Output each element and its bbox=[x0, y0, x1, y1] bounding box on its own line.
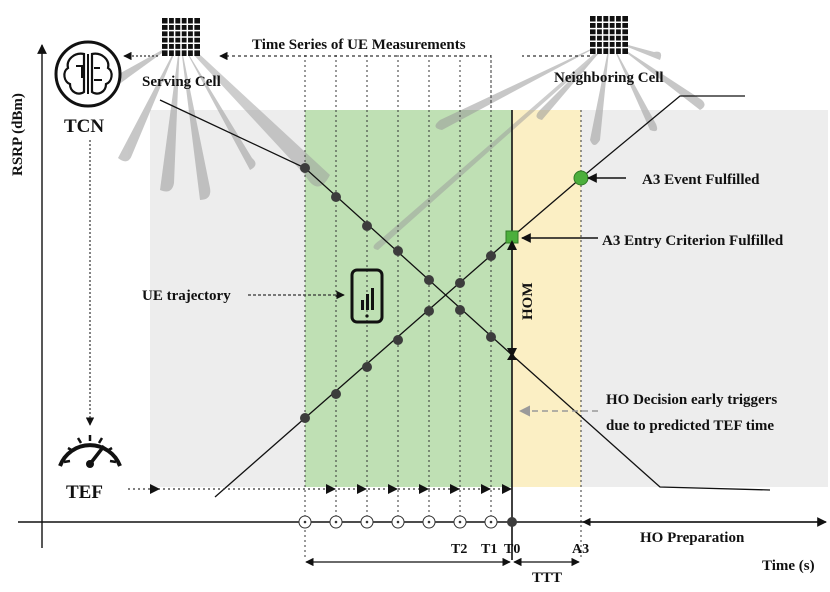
tef-arrowheads bbox=[150, 484, 512, 494]
phone-signal-icon bbox=[350, 268, 384, 324]
a3-label: A3 bbox=[572, 542, 589, 557]
speedometer-icon bbox=[58, 435, 122, 468]
ue-trajectory-label: UE trajectory bbox=[142, 288, 231, 304]
grid-antenna-icon bbox=[590, 16, 628, 54]
time-sample-markers bbox=[298, 515, 498, 529]
ho-preparation-label: HO Preparation bbox=[640, 530, 745, 546]
y-axis-label: RSRP (dBm) bbox=[10, 93, 26, 176]
t0-label: T0 bbox=[504, 542, 520, 557]
neighboring-cell-label: Neighboring Cell bbox=[554, 70, 664, 86]
hom-arrow-top bbox=[507, 240, 517, 250]
hom-arrow-mid bbox=[507, 352, 517, 360]
brain-icon bbox=[54, 40, 122, 108]
time-series-label: Time Series of UE Measurements bbox=[252, 37, 466, 53]
ho-decision-label-2: due to predicted TEF time bbox=[606, 418, 774, 434]
grid-antenna-icon bbox=[162, 18, 200, 56]
ttt-window bbox=[512, 110, 581, 487]
a3-event-label: A3 Event Fulfilled bbox=[642, 172, 760, 188]
serving-cell-label: Serving Cell bbox=[142, 74, 221, 90]
t1-label: T1 bbox=[481, 542, 497, 557]
tef-label: TEF bbox=[66, 482, 103, 503]
t0-point bbox=[507, 517, 517, 527]
neighbor-sample-points bbox=[300, 251, 496, 423]
t2-label: T2 bbox=[451, 542, 467, 557]
tcn-label: TCN bbox=[64, 116, 104, 137]
ho-decision-label-1: HO Decision early triggers bbox=[606, 392, 777, 408]
neighbor-rsrp-curve bbox=[214, 95, 745, 498]
ttt-label: TTT bbox=[532, 570, 562, 586]
a3-entry-label: A3 Entry Criterion Fulfilled bbox=[602, 233, 784, 249]
a3-event-point bbox=[573, 170, 589, 186]
hom-label: HOM bbox=[520, 283, 536, 321]
serving-sample-points bbox=[300, 163, 496, 342]
x-axis-label: Time (s) bbox=[762, 558, 815, 574]
time-sample-dots bbox=[303, 520, 493, 524]
